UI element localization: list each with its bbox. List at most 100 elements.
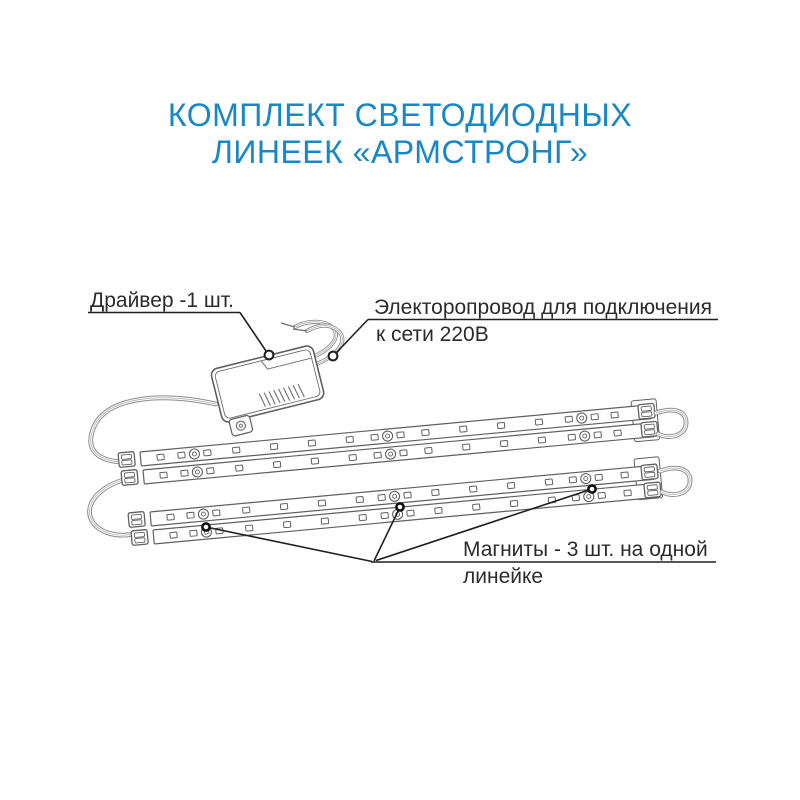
led-chip (506, 481, 516, 490)
driver-to-strip-wires (87, 395, 219, 538)
led-chip (307, 439, 317, 447)
led-chip (186, 511, 195, 519)
led-chip (320, 517, 330, 525)
driver-leader-line (239, 312, 267, 352)
driver-mount-tab (228, 414, 254, 437)
driver-callout-dot (263, 349, 275, 361)
magnet-callout-dot-2 (395, 502, 405, 512)
led-chip (496, 421, 506, 430)
led-chip (399, 449, 408, 457)
magnet (576, 412, 588, 424)
bare-wire-tips (280, 322, 308, 332)
led-chip (206, 467, 215, 475)
wire-stroke (659, 467, 691, 495)
magnet-center (586, 494, 592, 500)
led-chip (593, 431, 602, 439)
led-chip (610, 411, 619, 419)
strip-connector (637, 402, 656, 420)
strip-connector (127, 511, 146, 528)
led-chip (623, 489, 632, 497)
magnets-label-line1: Магниты - 3 шт. на одной (463, 538, 708, 561)
led-chip (310, 457, 320, 465)
led-chip (166, 513, 175, 521)
magnet-center (388, 451, 394, 457)
driver-vents (258, 383, 305, 407)
led-rail-1-1 (139, 404, 652, 467)
strip-connector (640, 420, 659, 438)
led-rail-2-1 (149, 464, 655, 527)
led-chip (269, 443, 279, 451)
led-chip (272, 461, 282, 469)
magnet-center (579, 415, 585, 421)
led-rail-1-2 (142, 422, 655, 485)
led-strips (117, 398, 664, 546)
magnet (197, 508, 209, 520)
cord-leader-line (335, 318, 369, 354)
led-chip (567, 433, 576, 441)
led-chip (189, 529, 198, 537)
led-chip (358, 514, 367, 522)
magnet-center (392, 493, 398, 499)
magnet-callout-dot-1 (201, 522, 211, 532)
strip-connector (117, 451, 136, 468)
led-chip (620, 471, 629, 479)
strip-connector (130, 529, 149, 546)
led-chip (462, 443, 471, 451)
led-chip (568, 476, 578, 484)
led-chip (169, 531, 178, 539)
led-chip (590, 413, 599, 421)
magnet-leader-line-2 (373, 506, 401, 562)
cord-callout-dot (327, 350, 339, 362)
led-chip (499, 439, 509, 448)
led-chip (212, 509, 221, 517)
page-title-line2: ЛИНЕЕК «АРМСТРОНГ» (212, 134, 588, 170)
led-chip (472, 503, 481, 511)
strip-connector (643, 481, 662, 499)
led-chip (180, 469, 189, 477)
led-chip (317, 499, 327, 507)
driver-body-bevel (214, 349, 321, 419)
magnets-label-line2: линейке (463, 565, 543, 588)
callout-driver (88, 311, 275, 361)
driver-illustration (210, 345, 325, 437)
wire-stroke (89, 478, 135, 536)
led-chip (235, 464, 244, 472)
page-title-line1: КОМПЛЕКТ СВЕТОДИОДНЫХ (168, 97, 632, 133)
magnet-callout-dot-3 (587, 484, 597, 494)
led-strip-1 (117, 398, 661, 486)
led-chip (232, 446, 241, 454)
led-chip (348, 454, 357, 462)
led-chip (279, 503, 289, 511)
magnet-center (385, 433, 391, 439)
magnet (191, 466, 203, 478)
magnet (385, 448, 397, 460)
led-chip (159, 471, 168, 479)
magnet (188, 448, 200, 460)
led-chip (509, 499, 519, 508)
callout-magnets (201, 484, 716, 563)
magnet (579, 430, 591, 442)
led-chip (373, 451, 382, 459)
led-chip (203, 449, 212, 457)
magnet (382, 430, 394, 442)
power-cord-label-line2: к сети 220В (376, 323, 489, 346)
led-chip (355, 496, 364, 504)
magnet (580, 473, 592, 485)
led-chip (421, 429, 430, 437)
led-chip (594, 473, 603, 481)
magnet-leader-line-1 (205, 526, 373, 563)
driver-body (210, 345, 325, 423)
magnet-center (200, 511, 206, 517)
wire-stroke (90, 397, 217, 463)
led-chip (459, 425, 468, 433)
magnet-center (583, 476, 589, 482)
led-chip (242, 506, 251, 514)
magnet-center (582, 433, 588, 439)
led-chip (469, 485, 478, 493)
led-chip (544, 478, 554, 486)
strip-end-jumper-loops (653, 407, 693, 497)
led-chip (380, 511, 389, 520)
led-chip (613, 429, 622, 437)
